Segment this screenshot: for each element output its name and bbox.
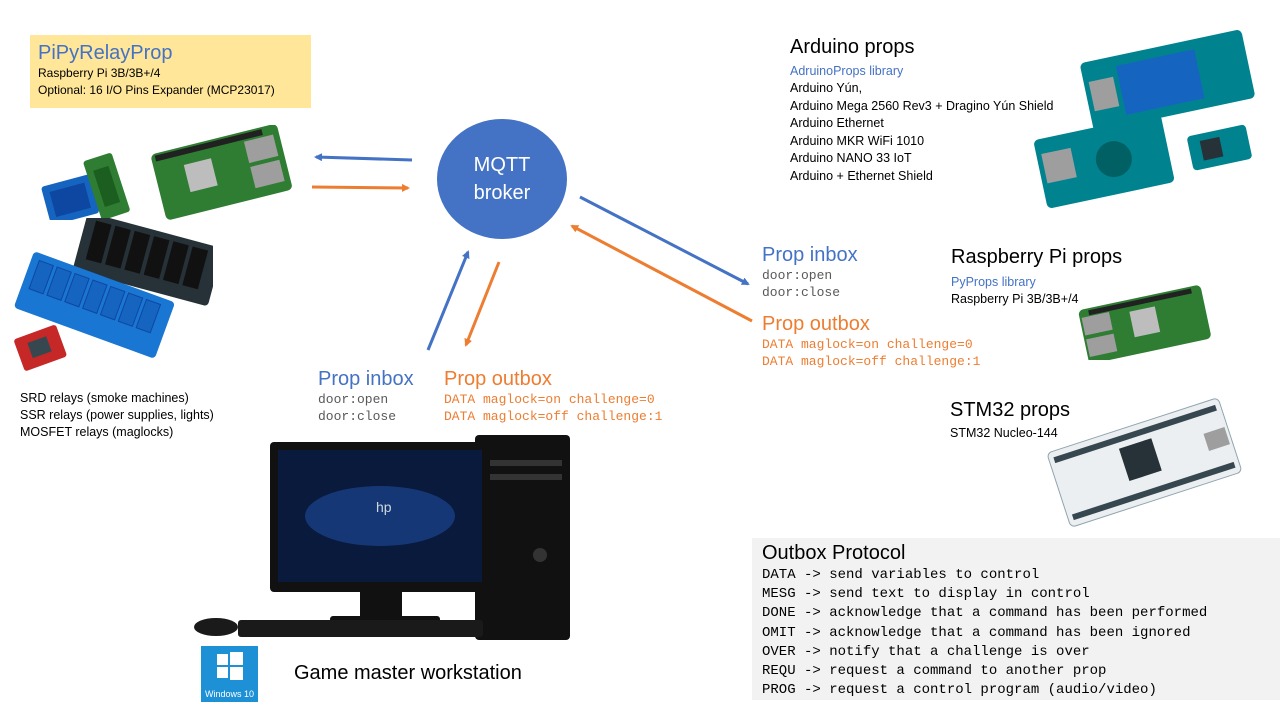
keyboard-icon	[238, 620, 483, 637]
windows-10-caption: Windows 10	[204, 689, 255, 699]
breakout-board-icon	[83, 153, 130, 220]
mosfet-relay-board-icon	[14, 325, 67, 371]
arduino-board-item: Arduino MKR WiFi 1010	[790, 133, 925, 148]
arrow-workstation-to-broker	[426, 250, 470, 351]
protocol-row: MESG -> send text to display in control	[762, 586, 1090, 603]
windows-icon	[217, 652, 243, 680]
prop-outbox-message: DATA maglock=on challenge=0	[444, 392, 655, 407]
prop-outbox-message: DATA maglock=on challenge=0	[762, 337, 973, 352]
arrow-props-to-broker	[570, 224, 753, 323]
arrow-pipy-to-broker	[311, 183, 410, 192]
center-prop-inbox: Prop inbox door:open door:close	[318, 367, 414, 425]
arduino-library-label: AdruinoProps library	[790, 64, 904, 78]
relay-list: SRD relays (smoke machines) SSR relays (…	[20, 390, 214, 441]
raspberry-pi-board-icon	[1078, 285, 1211, 360]
mouse-icon	[194, 618, 238, 636]
pyprops-library-label: PyProps library	[951, 275, 1036, 289]
arduino-board-item: Arduino + Ethernet Shield	[790, 168, 933, 183]
arrow-broker-to-props	[579, 195, 750, 286]
protocol-row: OVER -> notify that a challenge is over	[762, 643, 1090, 660]
prop-inbox-message: door:open	[762, 268, 833, 283]
relay-item: MOSFET relays (maglocks)	[20, 425, 174, 439]
arduino-board-item: Arduino NANO 33 IoT	[790, 151, 912, 166]
pipyrelayprop-line: Raspberry Pi 3B/3B+/4	[38, 66, 161, 80]
arduino-mkr-board-icon	[1187, 124, 1252, 171]
stm32-board-image	[1047, 398, 1242, 527]
pipyrelayprop-box: PiPyRelayProp Raspberry Pi 3B/3B+/4 Opti…	[30, 35, 311, 108]
arrow-broker-to-pipy	[314, 153, 413, 162]
prop-outbox-title: Prop outbox	[762, 313, 870, 335]
mqtt-broker-node: MQTT broker	[437, 119, 567, 239]
pipyrelayprop-title: PiPyRelayProp	[38, 42, 173, 64]
arduino-props-section: Arduino props AdruinoProps library Ardui…	[790, 34, 1054, 186]
raspberry-pi-prop-image	[1078, 285, 1211, 360]
protocol-row: OMIT -> acknowledge that a command has b…	[762, 624, 1191, 641]
stm32-props-title: STM32 props	[950, 399, 1071, 421]
arduino-board-item: Arduino Mega 2560 Rev3 + Dragino Yún Shi…	[790, 98, 1054, 113]
raspberry-pi-boards-image	[41, 125, 292, 220]
prop-outbox-message: DATA maglock=off challenge:1	[762, 354, 981, 369]
mqtt-broker-label: broker	[473, 182, 531, 204]
windows-10-logo: Windows 10	[201, 646, 258, 702]
arduino-ethernet-board-icon	[1034, 114, 1174, 208]
prop-inbox-title: Prop inbox	[762, 244, 858, 266]
workstation-image: hp	[194, 435, 570, 640]
io-expander-board-icon	[41, 174, 99, 220]
ssr-relay-board-icon	[73, 218, 213, 306]
raspberry-pi-board-icon	[151, 125, 292, 220]
raspberry-pi-props-section: Raspberry Pi props PyProps library Raspb…	[951, 245, 1122, 307]
protocol-row: PROG -> request a control program (audio…	[762, 682, 1157, 699]
protocol-row: REQU -> request a command to another pro…	[762, 663, 1107, 680]
pc-tower-icon	[475, 435, 570, 640]
prop-outbox-title: Prop outbox	[444, 368, 552, 390]
protocol-row: DATA -> send variables to control	[762, 567, 1040, 583]
prop-inbox-message: door:open	[318, 392, 389, 407]
arrow-broker-to-workstation	[464, 261, 501, 347]
relay-boards-image	[14, 218, 213, 371]
right-prop-outbox: Prop outbox DATA maglock=on challenge=0 …	[762, 312, 980, 370]
relay-item: SSR relays (power supplies, lights)	[20, 408, 214, 422]
relay-item: SRD relays (smoke machines)	[20, 391, 189, 405]
raspberry-pi-props-title: Raspberry Pi props	[951, 246, 1123, 268]
monitor-brand-label: hp	[376, 499, 392, 515]
stm32-props-section: STM32 props STM32 Nucleo-144	[950, 398, 1070, 442]
arduino-mega-board-icon	[1080, 30, 1255, 131]
arduino-board-item: Arduino Ethernet	[790, 116, 884, 131]
mqtt-broker-label: MQTT	[473, 154, 531, 176]
center-prop-outbox: Prop outbox DATA maglock=on challenge=0 …	[444, 367, 662, 425]
prop-outbox-message: DATA maglock=off challenge:1	[444, 409, 663, 424]
arduino-board-item: Arduino Yún,	[790, 81, 863, 95]
workstation-label: Game master workstation	[294, 662, 522, 684]
stm32-board-item: STM32 Nucleo-144	[950, 426, 1058, 440]
protocol-row: DONE -> acknowledge that a command has b…	[762, 605, 1208, 622]
prop-inbox-title: Prop inbox	[318, 368, 414, 390]
monitor-icon: hp	[270, 442, 490, 624]
srd-relay-board-icon	[14, 252, 175, 358]
arduino-boards-image	[1034, 30, 1255, 208]
raspberry-pi-board-item: Raspberry Pi 3B/3B+/4	[951, 292, 1079, 306]
prop-inbox-message: door:close	[318, 409, 397, 424]
prop-inbox-message: door:close	[762, 285, 841, 300]
pipyrelayprop-line: Optional: 16 I/O Pins Expander (MCP23017…	[38, 83, 275, 97]
arduino-props-title: Arduino props	[790, 36, 915, 58]
outbox-protocol-title: Outbox Protocol	[762, 542, 906, 564]
outbox-protocol-box: Outbox Protocol DATA -> send variables t…	[752, 538, 1280, 700]
stm32-nucleo-board-icon	[1047, 398, 1242, 527]
right-prop-inbox: Prop inbox door:open door:close	[762, 243, 858, 301]
